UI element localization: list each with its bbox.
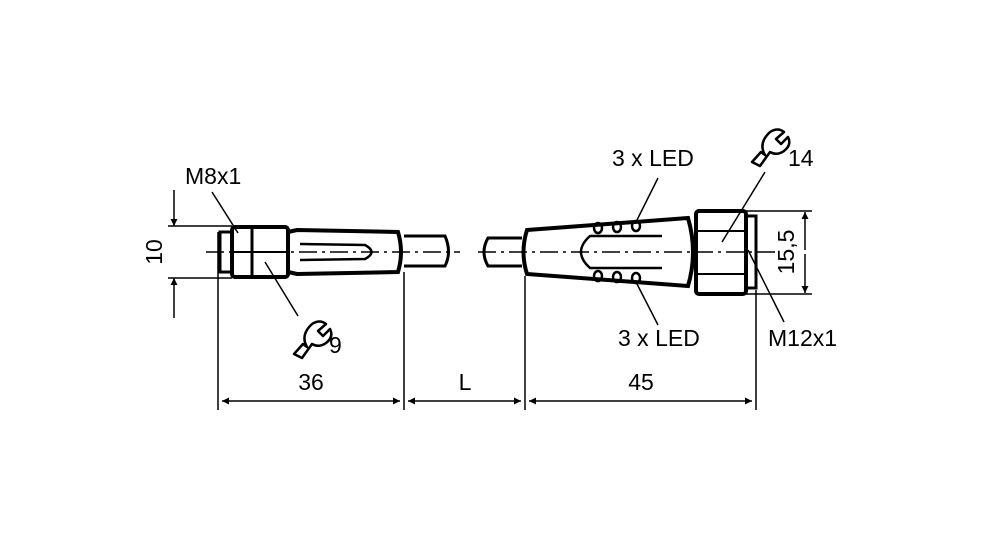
callout-led-bottom: 3 x LED xyxy=(618,281,700,351)
led-top-label: 3 x LED xyxy=(612,145,694,171)
horizontal-dimensions: 36 L 45 xyxy=(217,232,757,410)
m12-thread xyxy=(744,214,758,290)
dim-36-label: 36 xyxy=(298,369,324,395)
dimension-15-5: 15,5 xyxy=(746,210,812,295)
dimension-10: 10 xyxy=(141,190,232,318)
left-cable xyxy=(404,234,450,268)
callout-m12: M12x1 xyxy=(747,249,837,351)
callout-wrench-9: 9 xyxy=(264,261,342,360)
m8-connector xyxy=(206,225,460,279)
m12-body xyxy=(521,215,695,289)
dim-15-5-label: 15,5 xyxy=(773,230,799,275)
m8-label: M8x1 xyxy=(185,163,241,189)
wrench-icon xyxy=(292,320,333,360)
led-bottom-label: 3 x LED xyxy=(618,325,700,351)
m8-body xyxy=(286,227,403,277)
callout-m8: M8x1 xyxy=(185,163,241,234)
callout-wrench-14: 14 xyxy=(721,128,814,243)
led-holes-top xyxy=(592,219,642,235)
dim-10-label: 10 xyxy=(141,239,167,265)
wrench-9-label: 9 xyxy=(329,332,342,358)
led-holes-bottom xyxy=(592,269,642,285)
dim-45-label: 45 xyxy=(628,369,654,395)
wrench-14-label: 14 xyxy=(788,145,814,171)
dim-L-label: L xyxy=(459,369,472,395)
callout-led-top: 3 x LED xyxy=(612,145,694,223)
m12-connector xyxy=(478,209,776,296)
m12-label: M12x1 xyxy=(768,325,837,351)
wrench-icon xyxy=(750,128,791,168)
